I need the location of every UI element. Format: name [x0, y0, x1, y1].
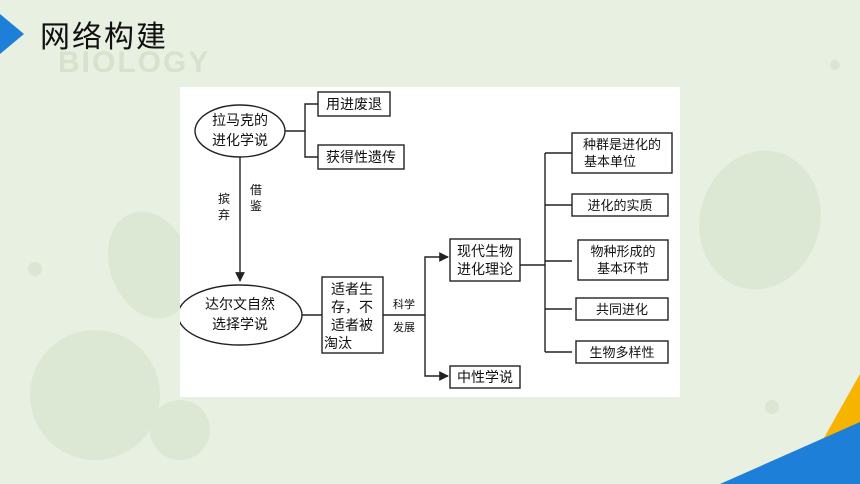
node-lamarck-line2: 进化学说 [212, 133, 268, 149]
node-essence-label: 进化的实质 [587, 198, 652, 214]
node-modern-line2: 进化理论 [457, 262, 513, 278]
node-biodiversity: 生物多样性 [575, 340, 669, 364]
node-darwin-line1: 达尔文自然 [205, 296, 275, 313]
node-survival-of-fittest: 适者生 存，不 适者被 淘汰 [321, 276, 384, 354]
node-population-line1: 种群是进化的 [583, 137, 661, 153]
node-speciation-line2: 基本环节 [597, 262, 649, 277]
edge-label-science: 科学 [393, 297, 415, 311]
node-coevolution: 共同进化 [575, 297, 669, 321]
node-neutral-theory: 中性学说 [449, 365, 521, 389]
edge-label-reject-2: 弃 [218, 207, 230, 222]
node-survival-line1: 适者生 [331, 282, 373, 298]
background-dot [830, 60, 840, 70]
node-coevolution-label: 共同进化 [596, 303, 648, 318]
node-speciation-line1: 物种形成的 [590, 244, 655, 260]
edge-label-reject-1: 摈 [218, 191, 230, 206]
node-speciation: 物种形成的 基本环节 [577, 239, 669, 281]
edge-label-borrow-1: 借 [250, 183, 262, 197]
corner-decoration-blue [720, 422, 860, 484]
concept-map-panel: 拉马克的 进化学说 用进废退 获得性遗传 摈 弃 借 鉴 达尔文自然 选择学说 … [177, 87, 680, 397]
watermark-text: BIOLOGY [58, 46, 211, 79]
node-survival-line3: 适者被 [331, 318, 373, 334]
background-leaf-shape [150, 400, 210, 460]
concept-map-diagram: 拉马克的 进化学说 用进废退 获得性遗传 摈 弃 借 鉴 达尔文自然 选择学说 … [177, 91, 673, 389]
background-dot [28, 262, 42, 276]
node-biodiversity-label: 生物多样性 [589, 345, 654, 361]
edge-label-develop: 发展 [393, 320, 415, 334]
node-acquired-inheritance: 获得性遗传 [317, 144, 405, 170]
node-darwin: 达尔文自然 选择学说 [177, 284, 303, 346]
page-title: 网络构建 [40, 20, 168, 55]
node-lamarck-line1: 拉马克的 [212, 113, 268, 129]
node-essence: 进化的实质 [571, 193, 669, 217]
node-lamarck: 拉马克的 进化学说 [194, 104, 286, 158]
node-survival-line2: 存，不 [331, 300, 373, 316]
background-dot [765, 400, 779, 414]
node-modern-line1: 现代生物 [457, 244, 513, 260]
node-population-line2: 基本单位 [584, 155, 636, 170]
background-leaf-shape [683, 136, 837, 304]
node-acquired-label: 获得性遗传 [326, 149, 396, 166]
node-neutral-label: 中性学说 [457, 370, 513, 386]
node-darwin-line2: 选择学说 [212, 317, 268, 333]
node-use-disuse-label: 用进废退 [326, 97, 382, 113]
edge-label-borrow-2: 鉴 [250, 199, 262, 213]
node-survival-line4: 淘汰 [324, 336, 352, 352]
title-marker-icon [0, 14, 24, 54]
node-population-unit: 种群是进化的 基本单位 [571, 132, 673, 174]
node-use-disuse: 用进废退 [317, 91, 391, 117]
background-leaf-shape [6, 306, 184, 484]
node-modern-evolution-theory: 现代生物 进化理论 [449, 238, 521, 282]
